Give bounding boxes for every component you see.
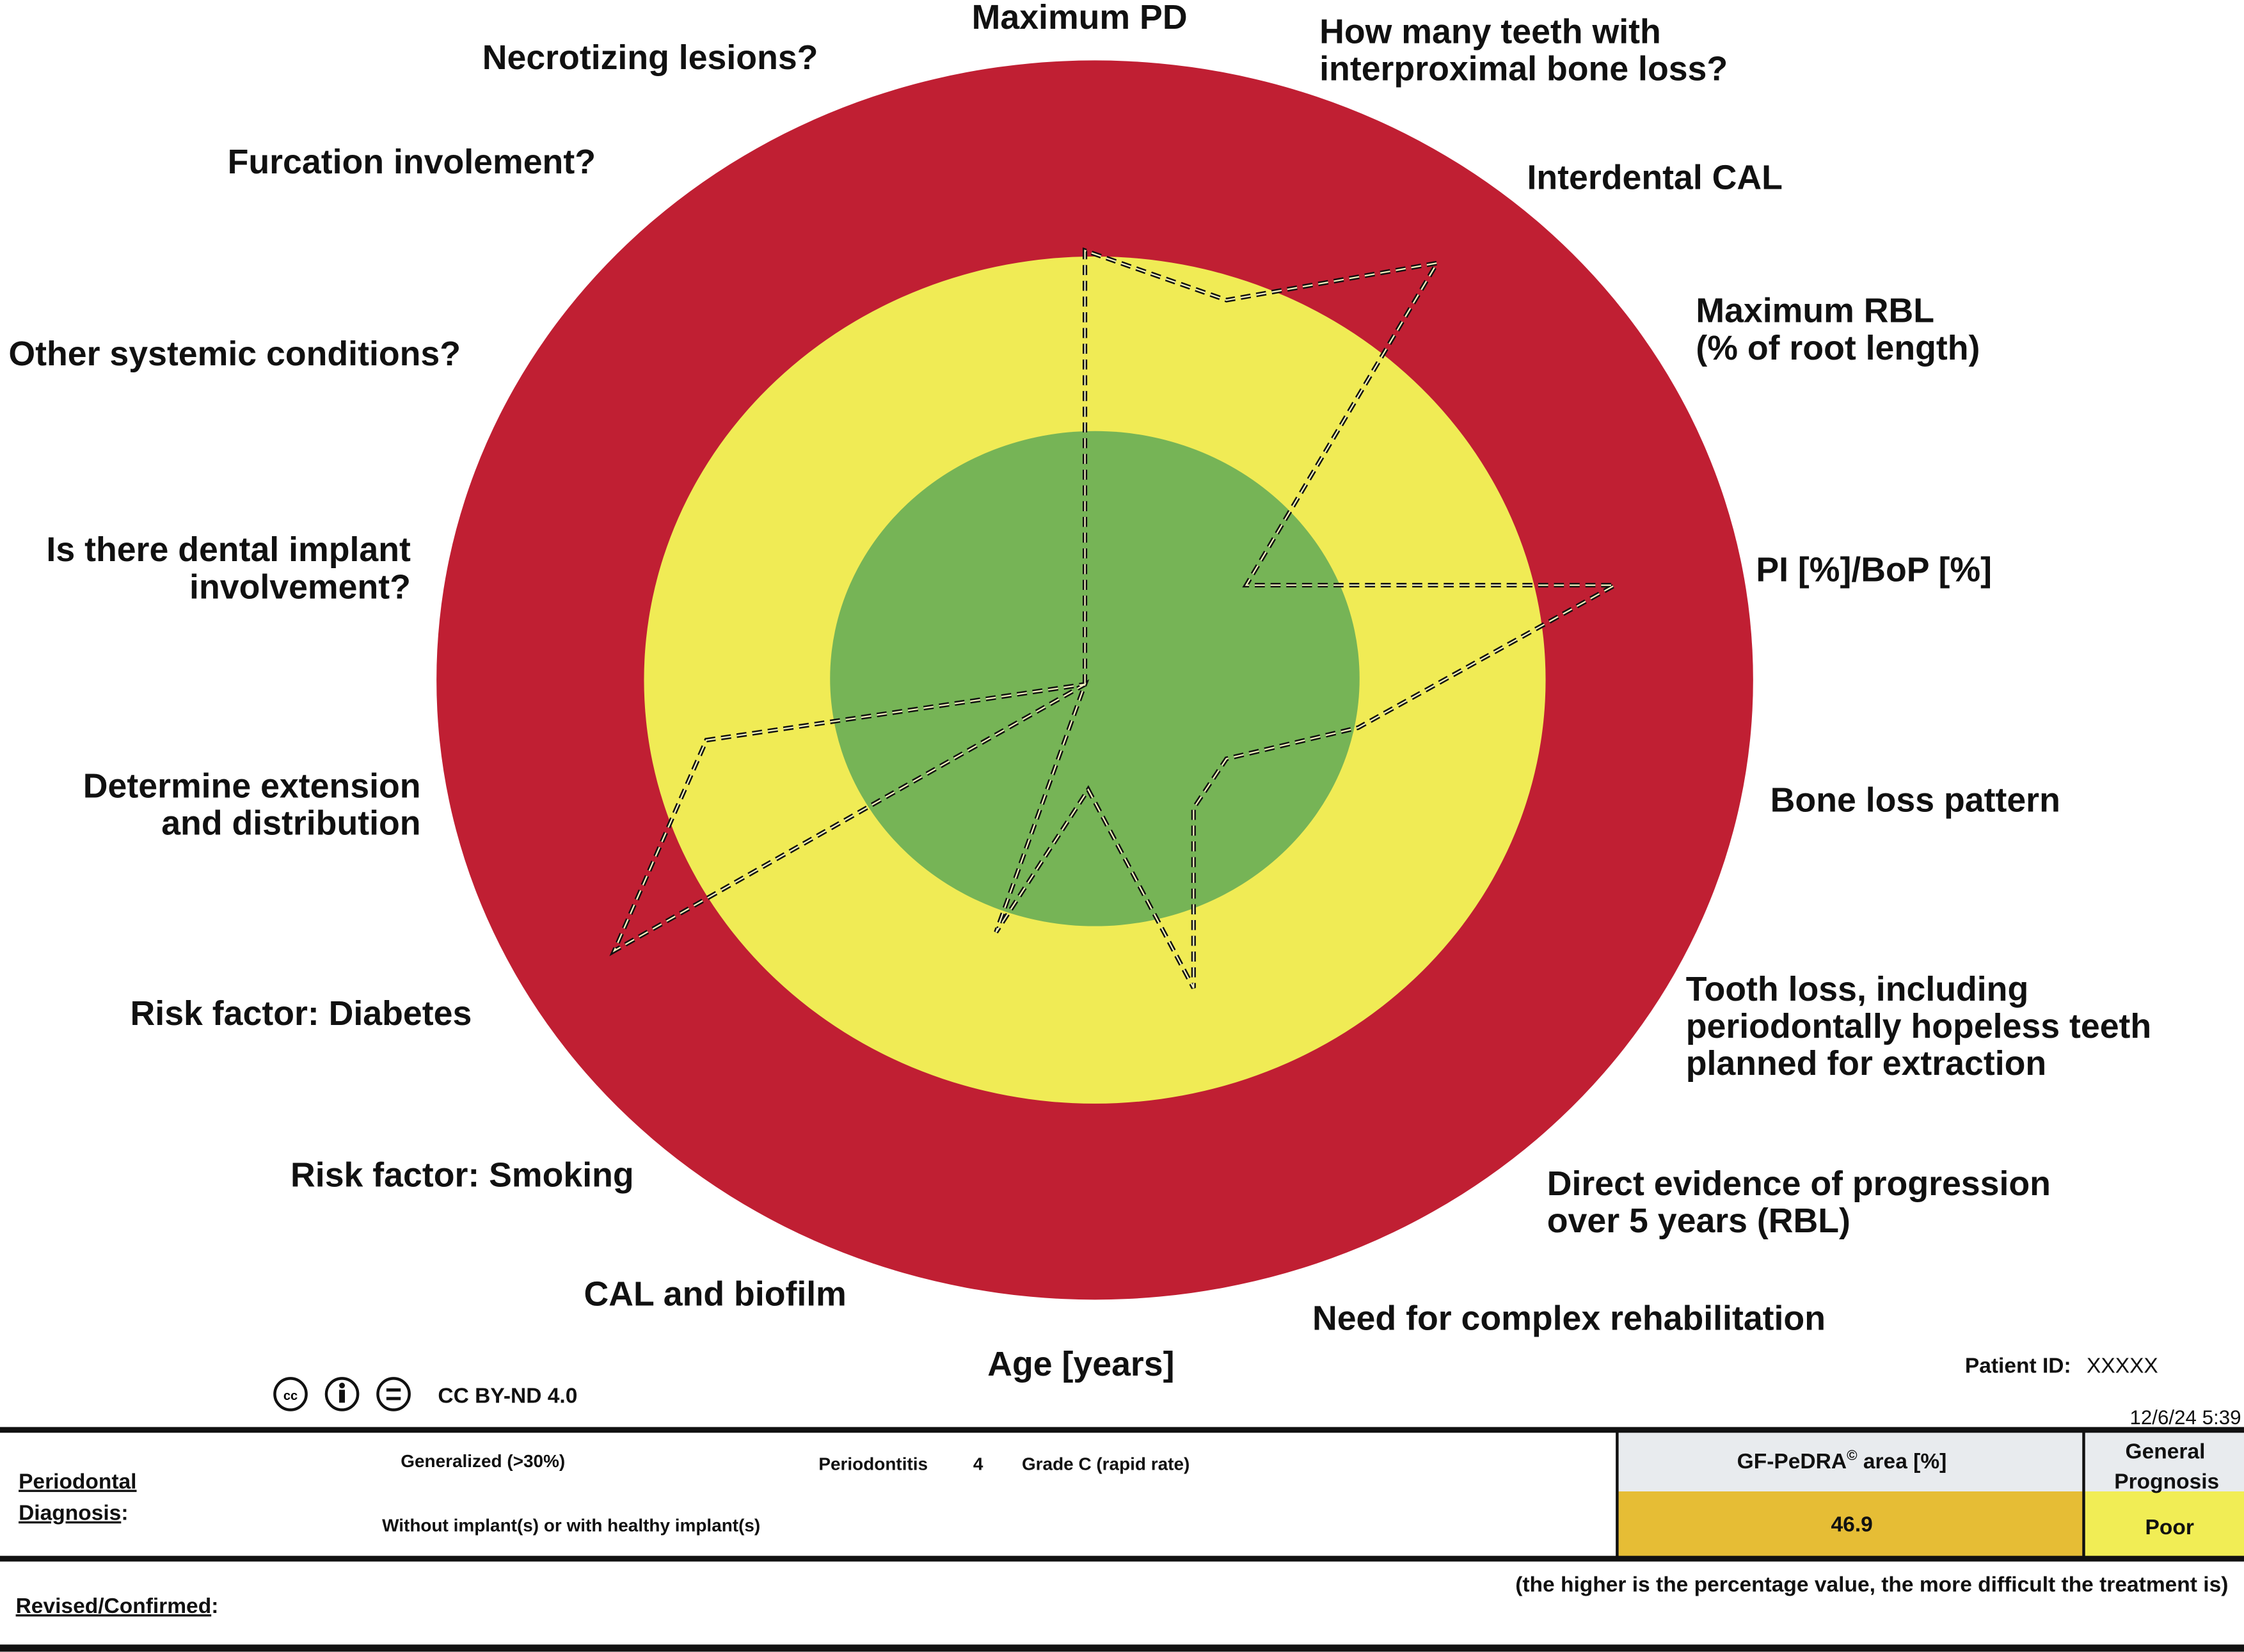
diagnosis-extent: Generalized (>30%): [401, 1451, 565, 1471]
axis-label: Interdental CAL: [1527, 159, 1782, 197]
axis-label: Age [years]: [987, 1345, 1174, 1383]
axis-label: How many teeth with: [1319, 13, 1661, 51]
attribution-icon: [324, 1377, 360, 1411]
prognosis-value: Poor: [2145, 1516, 2194, 1539]
revised-label: Revised/Confirmed:: [16, 1594, 219, 1618]
score-header-bg: [1617, 1431, 2084, 1492]
revised-colon: :: [211, 1594, 218, 1618]
axis-label: Furcation involement?: [228, 143, 596, 181]
axis-label: over 5 years (RBL): [1547, 1202, 1850, 1240]
radar-trace-line-inner: [612, 250, 1618, 989]
prognosis-cell: [2083, 1491, 2244, 1557]
zone-inner: [830, 431, 1360, 926]
axis-label: periodontally hopeless teeth: [1686, 1007, 2151, 1045]
axis-label: (% of root length): [1696, 329, 1980, 367]
diagnosis-implant: Without implant(s) or with healthy impla…: [382, 1516, 760, 1536]
diagnosis-colon: :: [121, 1502, 128, 1525]
axis-label: Risk factor: Diabetes: [131, 994, 472, 1033]
axis-label: Determine extension: [83, 766, 421, 805]
radar-zones: [436, 60, 1753, 1300]
prognosis-header: Prognosis: [2114, 1470, 2219, 1494]
axis-label: Need for complex rehabilitation: [1312, 1299, 1826, 1337]
score-value: 46.9: [1831, 1513, 1873, 1537]
axis-label: Is there dental implant: [46, 530, 411, 569]
score-header: GF-PeDRA© area [%]: [1737, 1447, 1947, 1473]
axis-label: Risk factor: Smoking: [290, 1156, 634, 1195]
diagnosis-disease: Periodontitis: [818, 1454, 928, 1473]
diagnosis-label: Periodontal: [19, 1470, 136, 1494]
no-derivatives-icon: [376, 1377, 411, 1411]
axis-label: Bone loss pattern: [1771, 781, 2060, 820]
patient-id-value: XXXXX: [2087, 1354, 2158, 1378]
license-badge: cc CC BY-ND 4.0: [273, 1377, 577, 1411]
prognosis-header-bg: [2083, 1431, 2244, 1492]
axis-label: Necrotizing lesions?: [482, 38, 818, 77]
axis-label: planned for extraction: [1686, 1044, 2046, 1083]
diagnosis-label-line2: Diagnosis: [19, 1502, 121, 1525]
divider: [0, 1555, 2244, 1562]
axis-label: Direct evidence of progression: [1547, 1164, 2051, 1203]
divider: [0, 1644, 2244, 1652]
axis-label: Tooth loss, including: [1686, 970, 2029, 1008]
difficulty-note: (the higher is the percentage value, the…: [1515, 1573, 2228, 1597]
diagnosis-label-line1: Periodontal: [19, 1470, 136, 1494]
copyright-sup: ©: [1847, 1447, 1858, 1463]
timestamp: 12/6/24 5:39: [2129, 1406, 2241, 1429]
axis-label: involvement?: [189, 568, 411, 606]
patient-id-label: Patient ID:: [1965, 1354, 2071, 1378]
divider: [0, 1427, 2244, 1433]
axis-labels: Maximum PD How many teeth with interprox…: [8, 0, 2151, 1383]
axis-label: interproximal bone loss?: [1319, 50, 1728, 88]
score-header-name: GF-PeDRA: [1737, 1450, 1847, 1473]
score-header-suffix: area [%]: [1858, 1450, 1947, 1473]
diagnosis-stage: 4: [973, 1454, 983, 1473]
axis-label: CAL and biofilm: [584, 1275, 847, 1313]
cc-icon: cc: [273, 1377, 308, 1411]
axis-label: Maximum PD: [972, 0, 1188, 36]
axis-label: Other systemic conditions?: [8, 335, 461, 373]
revised-label-text: Revised/Confirmed: [16, 1594, 212, 1618]
prognosis-header: General: [2126, 1440, 2206, 1464]
diagnosis-label: Diagnosis:: [19, 1502, 128, 1525]
axis-label: Maximum RBL: [1696, 292, 1934, 330]
svg-text:cc: cc: [283, 1389, 298, 1403]
axis-label: PI [%]/BoP [%]: [1756, 551, 1992, 589]
axis-label: and distribution: [161, 804, 420, 842]
diagnosis-grade: Grade C (rapid rate): [1022, 1454, 1190, 1473]
license-text: CC BY-ND 4.0: [438, 1384, 577, 1408]
score-cell: [1617, 1491, 2084, 1557]
